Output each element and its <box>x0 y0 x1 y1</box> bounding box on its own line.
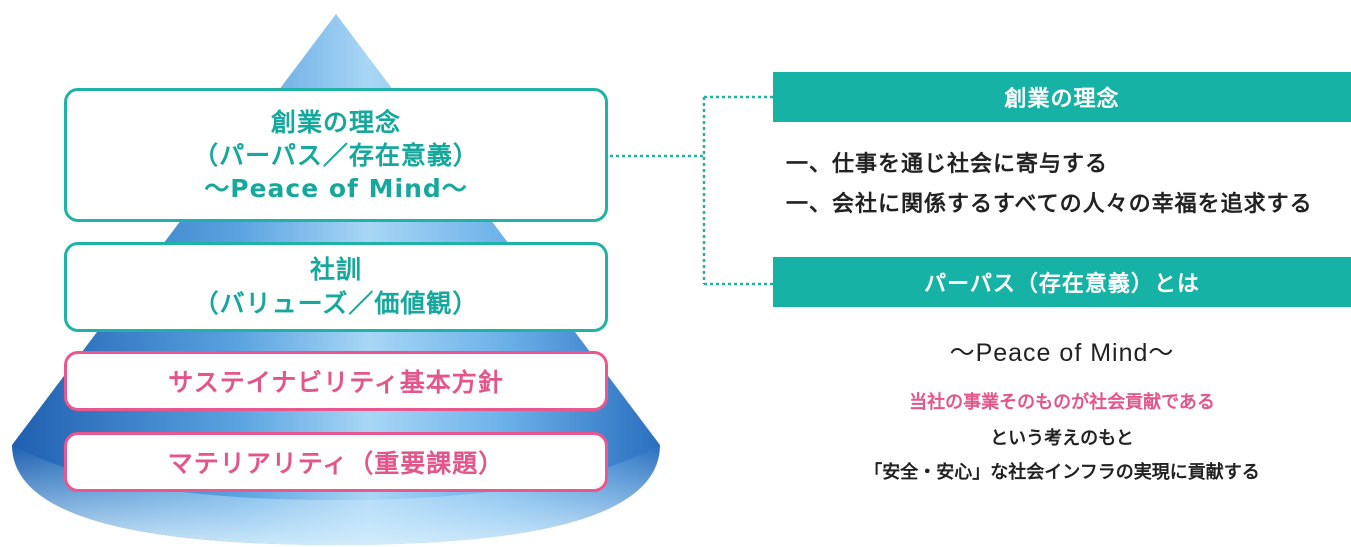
principle-item: 一、仕事を通じ社会に寄与する <box>786 151 1109 177</box>
founding-subtitle: （パーパス／存在意義） <box>193 140 479 170</box>
purpose-statement-line2: という考えのもと <box>990 428 1134 449</box>
company-motto-box: 社訓 （バリューズ／価値観） <box>64 242 608 332</box>
purpose-statement-line3: 「安全・安心」な社会インフラの実現に貢献する <box>864 462 1260 483</box>
materiality-label: マテリアリティ（重要課題） <box>167 449 505 478</box>
founding-tagline: ～Peace of Mind～ <box>204 173 468 203</box>
purpose-statement-line1: 当社の事業そのものが社会貢献である <box>909 392 1215 413</box>
founding-philosophy-box: 創業の理念 （パーパス／存在意義） ～Peace of Mind～ <box>64 88 608 222</box>
purpose-heading: パーパス（存在意義）とは <box>773 257 1351 307</box>
sustainability-policy-box: サステイナビリティ基本方針 <box>64 351 608 411</box>
founding-title: 創業の理念 <box>270 107 401 137</box>
motto-subtitle: （バリューズ／価値観） <box>193 289 479 318</box>
sustainability-policy-label: サステイナビリティ基本方針 <box>168 368 504 397</box>
principle-item: 一、会社に関係するすべての人々の幸福を追求する <box>786 191 1313 217</box>
motto-title: 社訓 <box>309 255 362 284</box>
materiality-box: マテリアリティ（重要課題） <box>64 432 608 492</box>
founding-philosophy-heading: 創業の理念 <box>773 72 1351 122</box>
purpose-tagline: ～Peace of Mind～ <box>949 339 1175 367</box>
